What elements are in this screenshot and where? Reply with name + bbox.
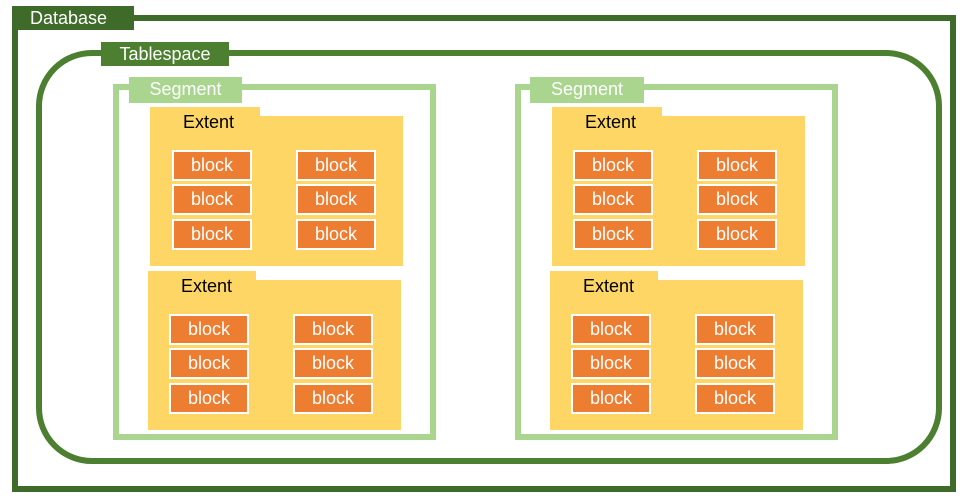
block: block (695, 348, 775, 379)
tablespace-label: Tablespace (101, 42, 229, 66)
extent-label: Extent (583, 276, 635, 296)
block: block (571, 348, 651, 379)
block: block (573, 219, 653, 250)
block: block (571, 383, 651, 414)
block: block (695, 314, 775, 345)
block: block (296, 150, 376, 181)
block: block (172, 150, 252, 181)
block: block (573, 150, 653, 181)
block: block (172, 219, 252, 250)
block: block (695, 383, 775, 414)
block: block (172, 184, 252, 215)
block: block (573, 184, 653, 215)
segment-label: Segment (530, 77, 644, 103)
extent-label: Extent (585, 112, 637, 132)
block: block (293, 383, 373, 414)
block: block (296, 184, 376, 215)
block: block (169, 348, 249, 379)
segment-label: Segment (129, 77, 242, 103)
extent-label: Extent (181, 276, 233, 296)
block: block (169, 383, 249, 414)
database-container (12, 15, 956, 492)
block: block (697, 219, 777, 250)
extent-label: Extent (183, 112, 235, 132)
block: block (293, 314, 373, 345)
database-label: Database (12, 6, 134, 30)
block: block (293, 348, 373, 379)
block: block (697, 150, 777, 181)
segment-container (515, 84, 838, 440)
block: block (697, 184, 777, 215)
block: block (571, 314, 651, 345)
tablespace-container (36, 50, 942, 464)
block: block (296, 219, 376, 250)
block: block (169, 314, 249, 345)
segment-container (113, 84, 436, 440)
